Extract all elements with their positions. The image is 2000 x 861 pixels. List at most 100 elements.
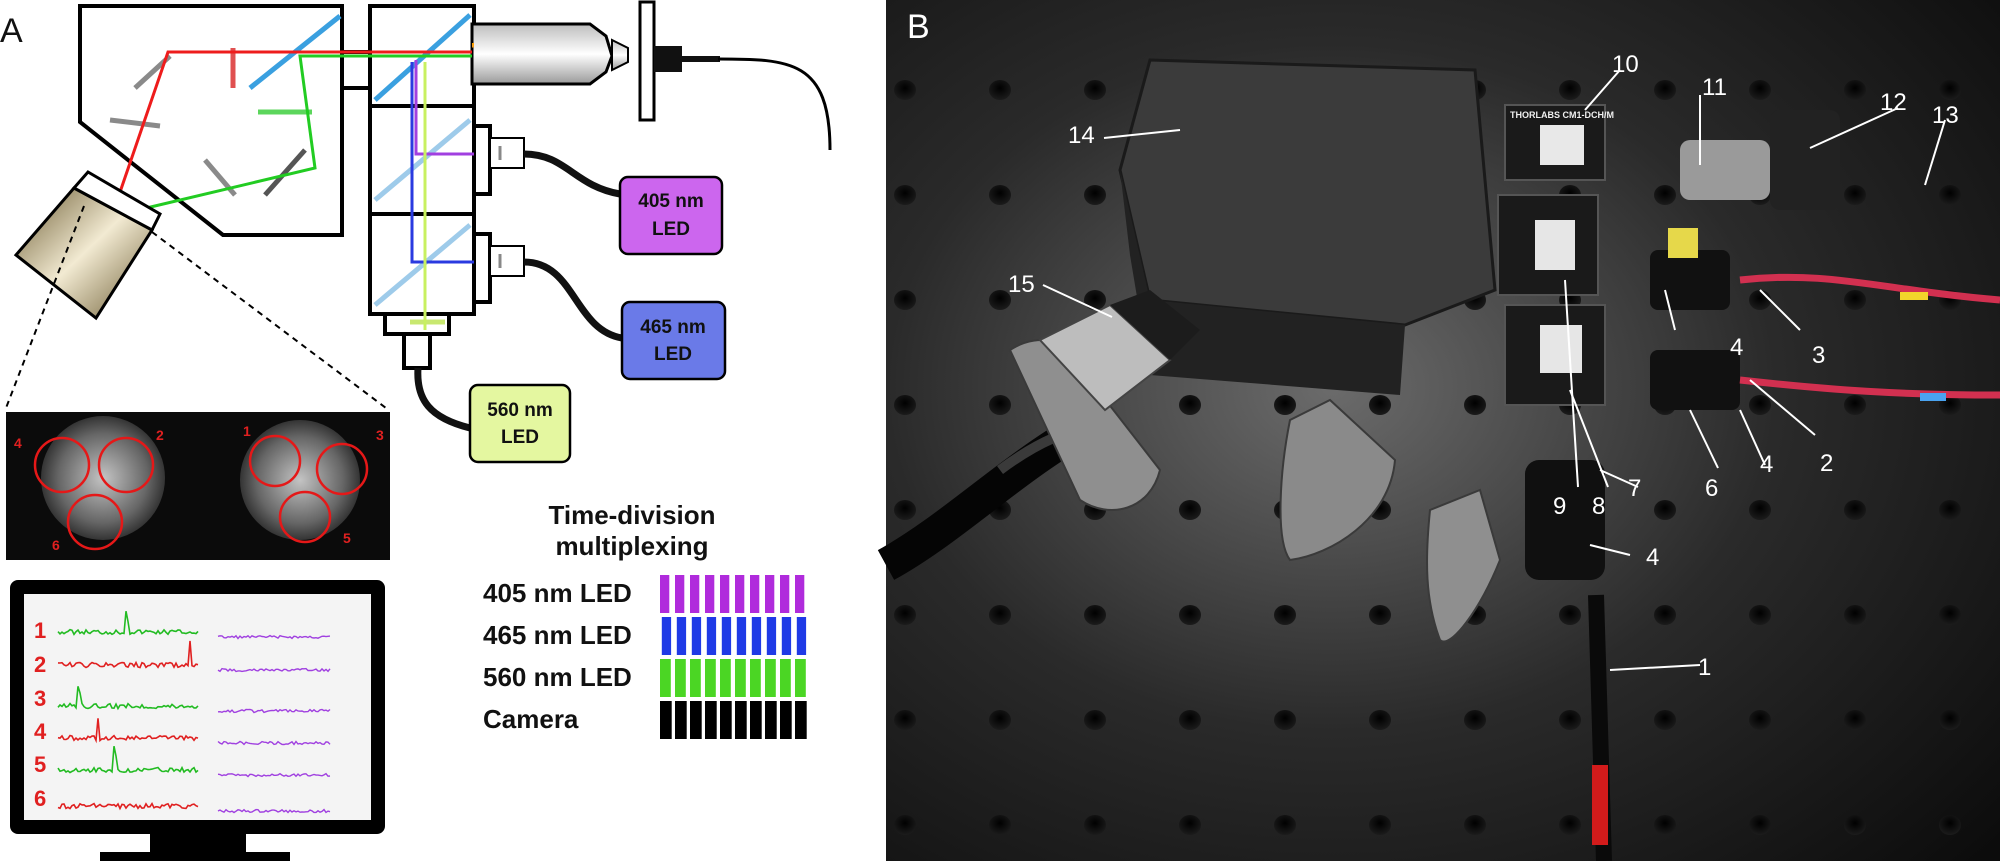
- breadboard-hole: [1844, 500, 1866, 520]
- led-465-box: 465 nm LED: [620, 300, 727, 381]
- breadboard-hole: [989, 185, 1011, 205]
- component-label: 2: [1820, 450, 1833, 477]
- breadboard-hole: [1274, 605, 1296, 625]
- roi-circles: [33, 434, 369, 551]
- component-label: 14: [1068, 122, 1095, 149]
- tdm-pulse: [736, 617, 747, 655]
- cube-stamp: THORLABS CM1-DCH/M: [1510, 110, 1614, 120]
- breadboard-hole: [1369, 710, 1391, 730]
- cube-sticker: [1540, 325, 1582, 373]
- tdm-pulse: [735, 701, 747, 739]
- breadboard-hole: [1844, 80, 1866, 100]
- cube-sticker: [1535, 220, 1575, 270]
- tdm-pulse: [795, 701, 807, 739]
- breadboard-hole: [1939, 500, 1961, 520]
- reference-trace: [217, 808, 331, 814]
- breadboard-hole: [989, 290, 1011, 310]
- led-cables: [414, 150, 623, 432]
- breadboard-hole: [1654, 710, 1676, 730]
- breadboard-hole: [1179, 605, 1201, 625]
- tdm-pulse: [735, 659, 746, 697]
- breadboard-hole: [1274, 815, 1296, 835]
- breadboard-hole: [1179, 500, 1201, 520]
- breadboard-hole: [894, 710, 916, 730]
- breadboard-hole: [894, 290, 916, 310]
- tdm-row-label: 465 nm LED: [483, 620, 632, 650]
- component-label: 13: [1932, 102, 1959, 129]
- fiber-mount-12: [1770, 110, 1840, 210]
- fiber-connector: [654, 46, 720, 72]
- patch-fiber: [717, 57, 832, 151]
- monitor-icon: [10, 580, 385, 861]
- component-label: 4: [1760, 451, 1773, 478]
- component-label: 4: [1646, 544, 1659, 571]
- patch-cable-tag: [1900, 292, 1928, 300]
- setup-photo: THORLABS CM1-DCH/M: [877, 0, 2000, 861]
- breadboard-hole: [989, 395, 1011, 415]
- breadboard-hole: [894, 500, 916, 520]
- breadboard-hole: [1749, 500, 1771, 520]
- cube-sticker: [1540, 125, 1584, 165]
- tdm-pulse: [720, 701, 732, 739]
- led-ports: [489, 137, 525, 277]
- breadboard-hole: [1369, 395, 1391, 415]
- tdm-row-label: 560 nm LED: [483, 662, 632, 692]
- breadboard-hole: [1274, 710, 1296, 730]
- reference-trace: [217, 740, 331, 746]
- breadboard-hole: [989, 815, 1011, 835]
- patch-cable-tag: [1920, 393, 1946, 401]
- camera-lens-mount: [1110, 290, 1200, 360]
- trace-label: 2: [34, 652, 46, 677]
- breadboard-hole: [894, 395, 916, 415]
- component-label: 12: [1880, 89, 1907, 116]
- camera-icon: [13, 170, 162, 321]
- breadboard-hole: [1654, 185, 1676, 205]
- breadboard-hole: [894, 185, 916, 205]
- breadboard-hole: [1844, 185, 1866, 205]
- tdm-pulse: [661, 617, 672, 655]
- tdm-pulse: [750, 575, 760, 613]
- breadboard-hole: [1939, 710, 1961, 730]
- component-label: 8: [1592, 493, 1605, 520]
- component-label: 4: [1730, 334, 1743, 361]
- breadboard-hole: [1559, 605, 1581, 625]
- roi-label: 3: [376, 427, 384, 443]
- reference-trace: [217, 667, 331, 673]
- breadboard-hole: [1654, 605, 1676, 625]
- light-paths: [116, 44, 474, 330]
- objective-tip: [611, 38, 629, 72]
- breadboard-hole: [1939, 815, 1961, 835]
- tdm-row-label: 405 nm LED: [483, 578, 632, 608]
- breadboard-hole: [1844, 290, 1866, 310]
- breadboard-hole: [1084, 290, 1106, 310]
- tdm-row-label: Camera: [483, 704, 579, 734]
- component-labels: B 1 2 3 4 4 4 6 7 8 9 10 11 12 13 14 15: [907, 8, 1959, 681]
- component-label: 11: [1702, 74, 1727, 101]
- roi-label: 4: [14, 435, 22, 451]
- led-collimator-6: [1650, 350, 1740, 410]
- breadboard-hole: [1654, 500, 1676, 520]
- breadboard-hole: [1559, 710, 1581, 730]
- zoom-line-right: [151, 231, 387, 409]
- breadboard-hole: [1749, 815, 1771, 835]
- breadboard-hole: [1464, 710, 1486, 730]
- trace-labels: 1 2 3 4 5 6: [34, 618, 47, 811]
- breadboard-hole: [1559, 815, 1581, 835]
- breadboard-hole: [1274, 395, 1296, 415]
- tdm-pulse: [795, 659, 806, 697]
- breadboard-hole: [1749, 710, 1771, 730]
- tdm-pulse: [705, 659, 716, 697]
- breadboard-hole: [989, 80, 1011, 100]
- fiber-sleeve: [1592, 765, 1608, 845]
- tdm-pulse: [750, 701, 762, 739]
- tdm-pulse: [690, 575, 700, 613]
- breadboard-hole: [989, 605, 1011, 625]
- tdm-pulse: [735, 575, 745, 613]
- signal-trace: [57, 746, 199, 774]
- breadboard-hole: [1369, 605, 1391, 625]
- trace-label: 1: [34, 618, 46, 643]
- camera-image: 4 2 6 1 3 5: [6, 412, 390, 560]
- tdm-pulse: [690, 659, 701, 697]
- tdm-title-line1: Time-division: [548, 500, 715, 530]
- trace-label: 5: [34, 752, 46, 777]
